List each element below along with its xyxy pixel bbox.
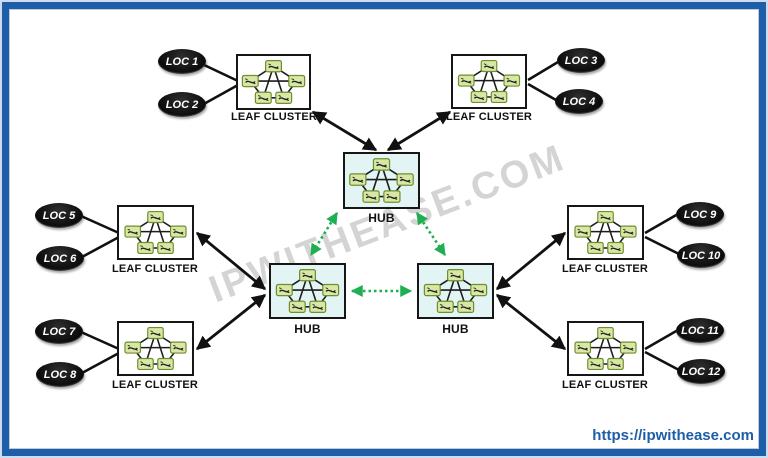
link-leafML-hubLeft [195,231,267,291]
router-mesh [345,154,418,207]
loc-label-12: LOC 12 [677,359,725,384]
leaf-cluster-label-bottom-right: LEAF CLUSTER [561,379,649,391]
link-leafTR-hubTop [386,110,452,152]
loc-label-3: LOC 3 [557,48,605,73]
loc-label-9: LOC 9 [676,202,724,227]
router-mesh [119,323,192,374]
hub-label-top: HUB [368,211,395,225]
link-leafTL-hubTop [311,110,378,152]
loc-label-7: LOC 7 [35,319,83,344]
link-loc12 [644,350,680,372]
loc-label-1: LOC 1 [158,49,206,74]
link-loc4 [527,82,557,102]
link-loc10 [644,235,680,256]
loc-label-8: LOC 8 [36,362,84,387]
hub-box-right [417,263,494,319]
hub-label-left: HUB [294,322,321,336]
leaf-cluster-box-mid-left [117,205,194,260]
hub-box-top [343,152,420,209]
loc-leaf-links [80,60,680,375]
link-loc3 [527,60,559,82]
link-loc8 [81,351,120,375]
hub-hub-links [309,211,447,297]
loc-label-6: LOC 6 [36,246,84,271]
link-loc1 [201,62,239,83]
leaf-cluster-box-top-right [451,54,527,109]
router-mesh [238,56,309,108]
leaf-cluster-box-top-left [236,54,311,110]
site-url-link[interactable]: https://ipwithease.com [592,427,754,444]
leaf-cluster-label-top-left: LEAF CLUSTER [230,111,318,123]
leaf-cluster-label-mid-right: LEAF CLUSTER [561,263,649,275]
link-loc5 [80,214,120,235]
link-loc11 [644,328,679,351]
hub-box-left [269,263,346,319]
loc-label-11: LOC 11 [676,318,724,343]
router-mesh [271,265,344,317]
link-loc2 [201,83,239,107]
loc-label-4: LOC 4 [555,89,603,114]
router-mesh [569,323,642,374]
link-hubTop-hubLeft [309,211,339,257]
leaf-cluster-box-bottom-right [567,321,644,376]
link-leafBL-hubLeft [195,293,267,351]
hub-label-right: HUB [442,322,469,336]
loc-label-5: LOC 5 [35,203,83,228]
leaf-hub-links [195,110,567,351]
link-hubTop-hubRight [415,212,447,256]
leaf-cluster-label-top-right: LEAF CLUSTER [445,111,533,123]
link-leafMR-hubRight [495,231,567,291]
router-mesh [119,207,192,258]
router-mesh [569,207,642,258]
leaf-cluster-label-mid-left: LEAF CLUSTER [111,263,199,275]
loc-label-10: LOC 10 [677,243,725,268]
link-loc9 [644,212,679,235]
router-mesh [419,265,492,317]
leaf-cluster-label-bottom-left: LEAF CLUSTER [111,379,199,391]
link-loc6 [81,235,120,259]
link-loc7 [80,330,120,351]
loc-label-2: LOC 2 [158,92,206,117]
leaf-cluster-box-bottom-left [117,321,194,376]
router-mesh [453,56,525,107]
link-leafBR-hubRight [495,293,567,351]
leaf-cluster-box-mid-right [567,205,644,260]
